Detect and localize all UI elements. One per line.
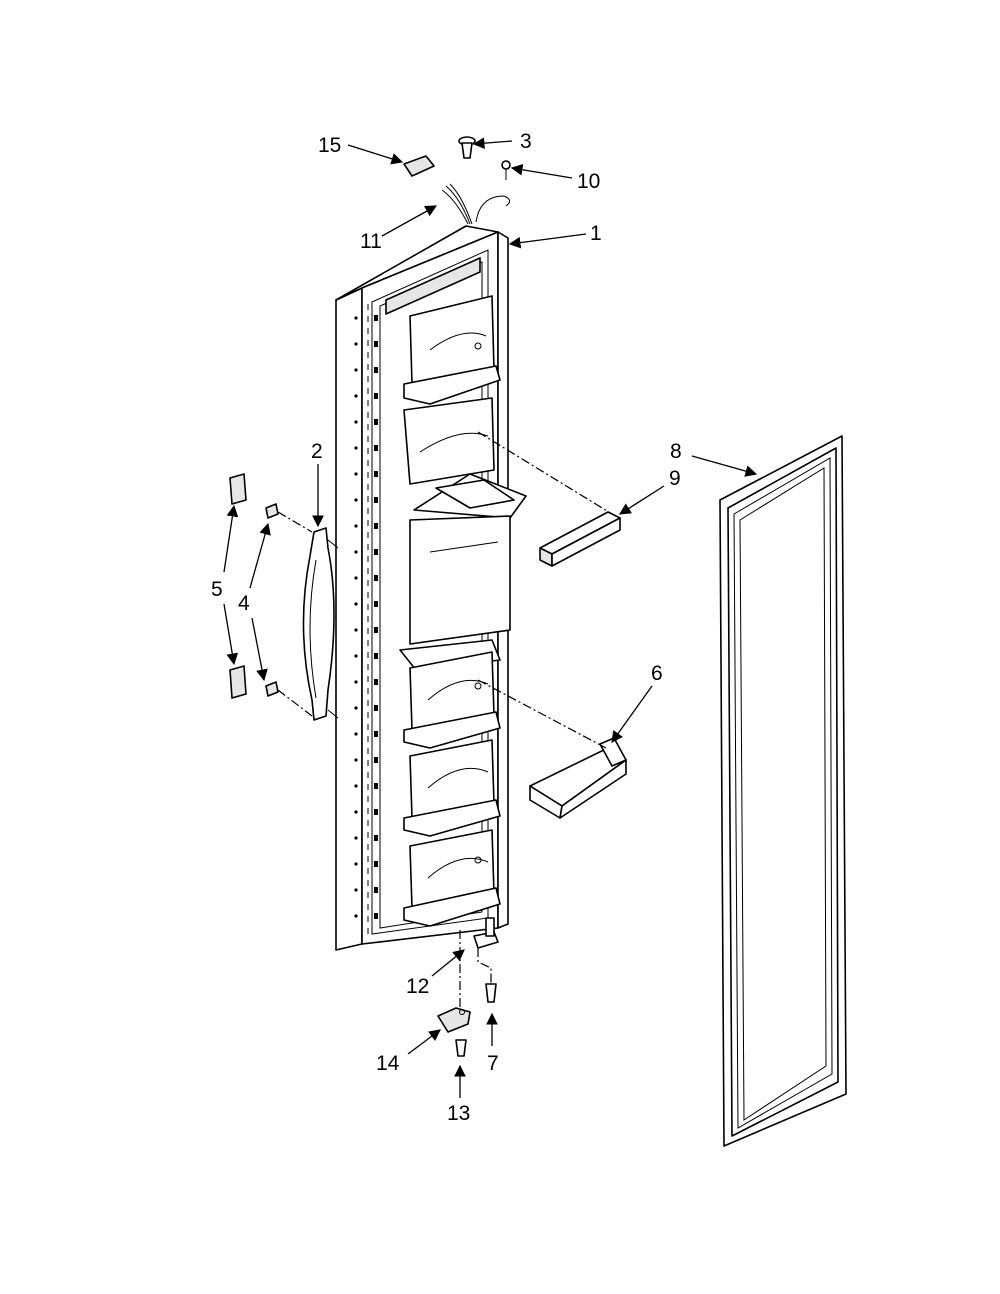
liner-clip — [374, 731, 378, 737]
liner-hole — [354, 446, 358, 450]
liner-hole — [354, 914, 358, 918]
liner-clip — [374, 913, 378, 919]
liner-hole — [354, 394, 358, 398]
door-handle — [302, 527, 339, 721]
liner-hole — [354, 732, 358, 736]
liner-hole — [354, 576, 358, 580]
liner-hole-row — [354, 315, 378, 919]
handle-screw-top — [265, 503, 313, 533]
lower-hinge-bracket — [437, 1007, 471, 1033]
liner-hole — [354, 472, 358, 476]
callout-6: 6 — [651, 662, 663, 685]
callout-15: 15 — [318, 134, 341, 157]
liner-clip — [374, 835, 378, 841]
liner-clip — [374, 783, 378, 789]
liner-clip — [374, 471, 378, 477]
liner-clip — [374, 549, 378, 555]
callout-13: 13 — [447, 1102, 470, 1125]
small-screw — [501, 160, 511, 180]
door-assembly — [335, 225, 527, 951]
liner-hole — [354, 888, 358, 892]
door-bin — [529, 737, 627, 819]
liner-clip — [374, 809, 378, 815]
door-shelf-5 — [403, 829, 501, 927]
callout-7: 7 — [487, 1052, 499, 1075]
liner-hole — [354, 420, 358, 424]
callout-3: 3 — [520, 130, 532, 153]
door-shelf-2 — [399, 397, 527, 671]
liner-clip — [374, 393, 378, 399]
plug-button — [458, 136, 476, 159]
liner-clip — [374, 419, 378, 425]
liner-hole — [354, 550, 358, 554]
liner-hole — [354, 784, 358, 788]
liner-clip — [374, 705, 378, 711]
liner-hole — [354, 524, 358, 528]
callout-10: 10 — [577, 170, 600, 193]
liner-clip — [374, 315, 378, 321]
handle-screw-bottom — [265, 681, 313, 717]
liner-clip — [374, 367, 378, 373]
liner-clip — [374, 575, 378, 581]
liner-clip — [374, 523, 378, 529]
wiring-harness — [441, 183, 510, 225]
callout-1: 1 — [590, 222, 602, 245]
callout-14: 14 — [376, 1052, 400, 1075]
liner-hole — [354, 862, 358, 866]
liner-hole — [354, 680, 358, 684]
handle-end-cap-top — [229, 473, 247, 505]
liner-hole — [354, 706, 358, 710]
callout-12: 12 — [406, 975, 429, 998]
stop-screw — [485, 983, 497, 1003]
hinge-pin-screw — [455, 1039, 467, 1057]
callout-4: 4 — [238, 592, 250, 615]
callout-5: 5 — [211, 578, 223, 601]
liner-clip — [374, 887, 378, 893]
leader-lines — [223, 137, 758, 1098]
liner-hole — [354, 342, 358, 346]
dispenser-trim-strip — [539, 511, 621, 567]
liner-clip — [374, 653, 378, 659]
liner-hole — [354, 810, 358, 814]
liner-hole — [354, 498, 358, 502]
liner-clip — [374, 757, 378, 763]
door-shelf-4 — [403, 739, 501, 837]
handle-end-cap-bottom — [229, 665, 247, 699]
liner-hole — [354, 758, 358, 762]
liner-hole — [354, 654, 358, 658]
liner-hole — [354, 836, 358, 840]
liner-clip — [374, 601, 378, 607]
callout-9: 9 — [669, 467, 681, 490]
callout-11: 11 — [360, 230, 382, 253]
door-gasket — [719, 435, 847, 1147]
door-shelf-1 — [403, 295, 501, 405]
liner-clip — [374, 679, 378, 685]
liner-clip — [374, 861, 378, 867]
door-stop-bracket — [473, 917, 499, 949]
liner-hole — [354, 368, 358, 372]
liner-hole — [354, 628, 358, 632]
liner-clip — [374, 445, 378, 451]
wire-connector-block — [403, 155, 435, 177]
liner-clip — [374, 341, 378, 347]
liner-clip — [374, 497, 378, 503]
callout-8: 8 — [670, 440, 682, 463]
liner-hole — [354, 316, 358, 320]
callout-2: 2 — [311, 440, 323, 463]
door-shelf-3 — [403, 651, 501, 749]
callout-labels: 15 3 10 11 1 2 8 9 5 4 6 12 14 7 13 — [211, 130, 682, 1125]
liner-hole — [354, 602, 358, 606]
liner-clip — [374, 627, 378, 633]
